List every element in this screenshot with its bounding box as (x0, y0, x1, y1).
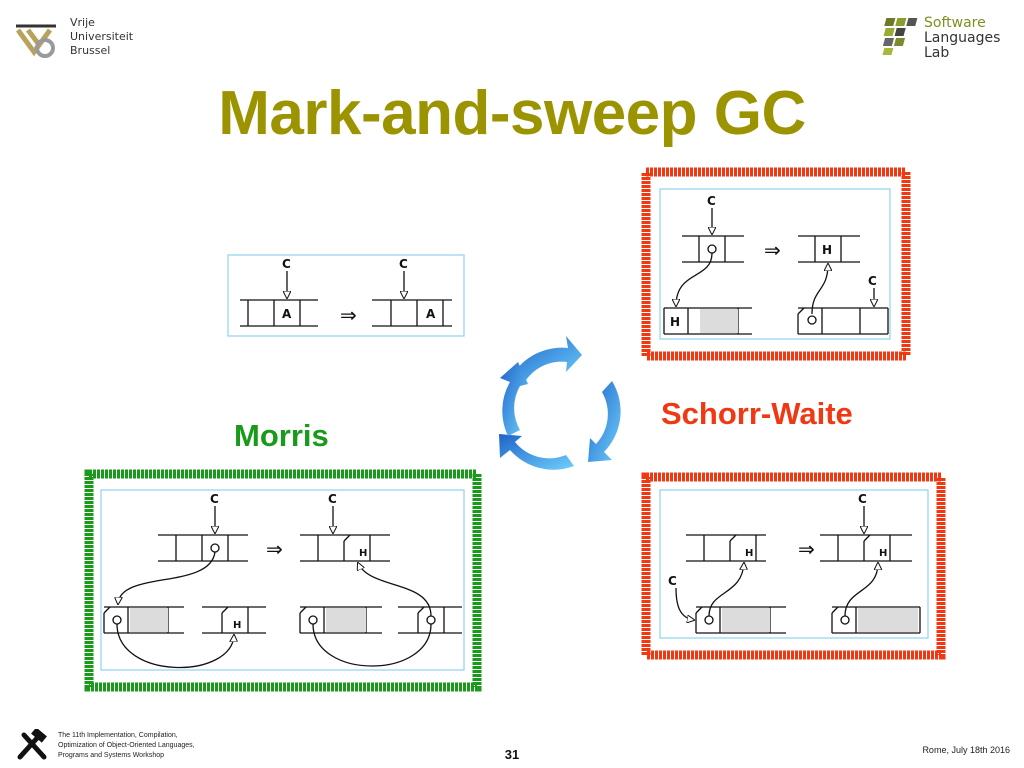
mark-diagram: C A ⇒ C A (227, 254, 465, 337)
slide-title: Mark-and-sweep GC (218, 79, 806, 148)
software-languages-lab-text: Software Languages Lab (924, 16, 1024, 61)
vub-line-3: Brussel (70, 44, 111, 57)
schorr-waite-frame-bottom (641, 472, 946, 660)
swl-line-2: Languages Lab (924, 30, 1001, 61)
cursor-label: C (328, 492, 337, 506)
schorr-waite-bottom-diagram: H ⇒ C H C (641, 472, 946, 660)
cursor-label: C (858, 492, 867, 506)
morris-frame (84, 469, 482, 692)
vub-logo (15, 24, 56, 58)
cursor-label: C (282, 257, 291, 271)
workshop-line-2: Optimization of Object-Oriented Language… (58, 742, 195, 749)
morris-diagram: C ⇒ C H H (84, 469, 482, 692)
schorr-waite-label: Schorr-Waite (661, 396, 853, 431)
cursor-label: C (868, 274, 877, 288)
cursor-label: C (210, 492, 219, 506)
header-label: H (745, 548, 753, 559)
header-label: H (233, 620, 241, 631)
morris-label: Morris (234, 418, 329, 453)
header-label: H (879, 548, 887, 559)
schorr-waite-top-diagram: C H ⇒ H C (641, 167, 911, 361)
cursor-label: C (707, 194, 716, 208)
transform-arrow: ⇒ (798, 537, 815, 561)
swl-line-1: Software (924, 15, 986, 31)
transform-arrow: ⇒ (340, 303, 357, 327)
header-label: H (822, 243, 832, 257)
header-label: H (359, 548, 367, 559)
vub-logo-text: Vrije Universiteit Brussel (70, 16, 133, 58)
cursor-label: C (399, 257, 408, 271)
mark-cell-label: A (426, 307, 436, 321)
workshop-line-3: Programs and Systems Workshop (58, 752, 165, 759)
software-languages-lab-logo (882, 18, 918, 55)
workshop-name: The 11th Implementation, Compilation, Op… (58, 731, 228, 761)
vub-line-2: Universiteit (70, 30, 134, 43)
page-number: 31 (504, 747, 520, 762)
header-label: H (670, 315, 680, 329)
workshop-line-1: The 11th Implementation, Compilation, (58, 732, 178, 739)
schorr-waite-frame-top (641, 167, 911, 361)
transform-arrow: ⇒ (764, 238, 781, 262)
transform-arrow: ⇒ (266, 537, 283, 561)
cursor-label: C (668, 574, 677, 588)
cycle-icon (499, 336, 621, 470)
vub-line-1: Vrije (70, 16, 95, 29)
mark-cell-label: A (282, 307, 292, 321)
hammer-icon (17, 729, 47, 760)
place-date: Rome, July 18th 2016 (922, 745, 1010, 755)
